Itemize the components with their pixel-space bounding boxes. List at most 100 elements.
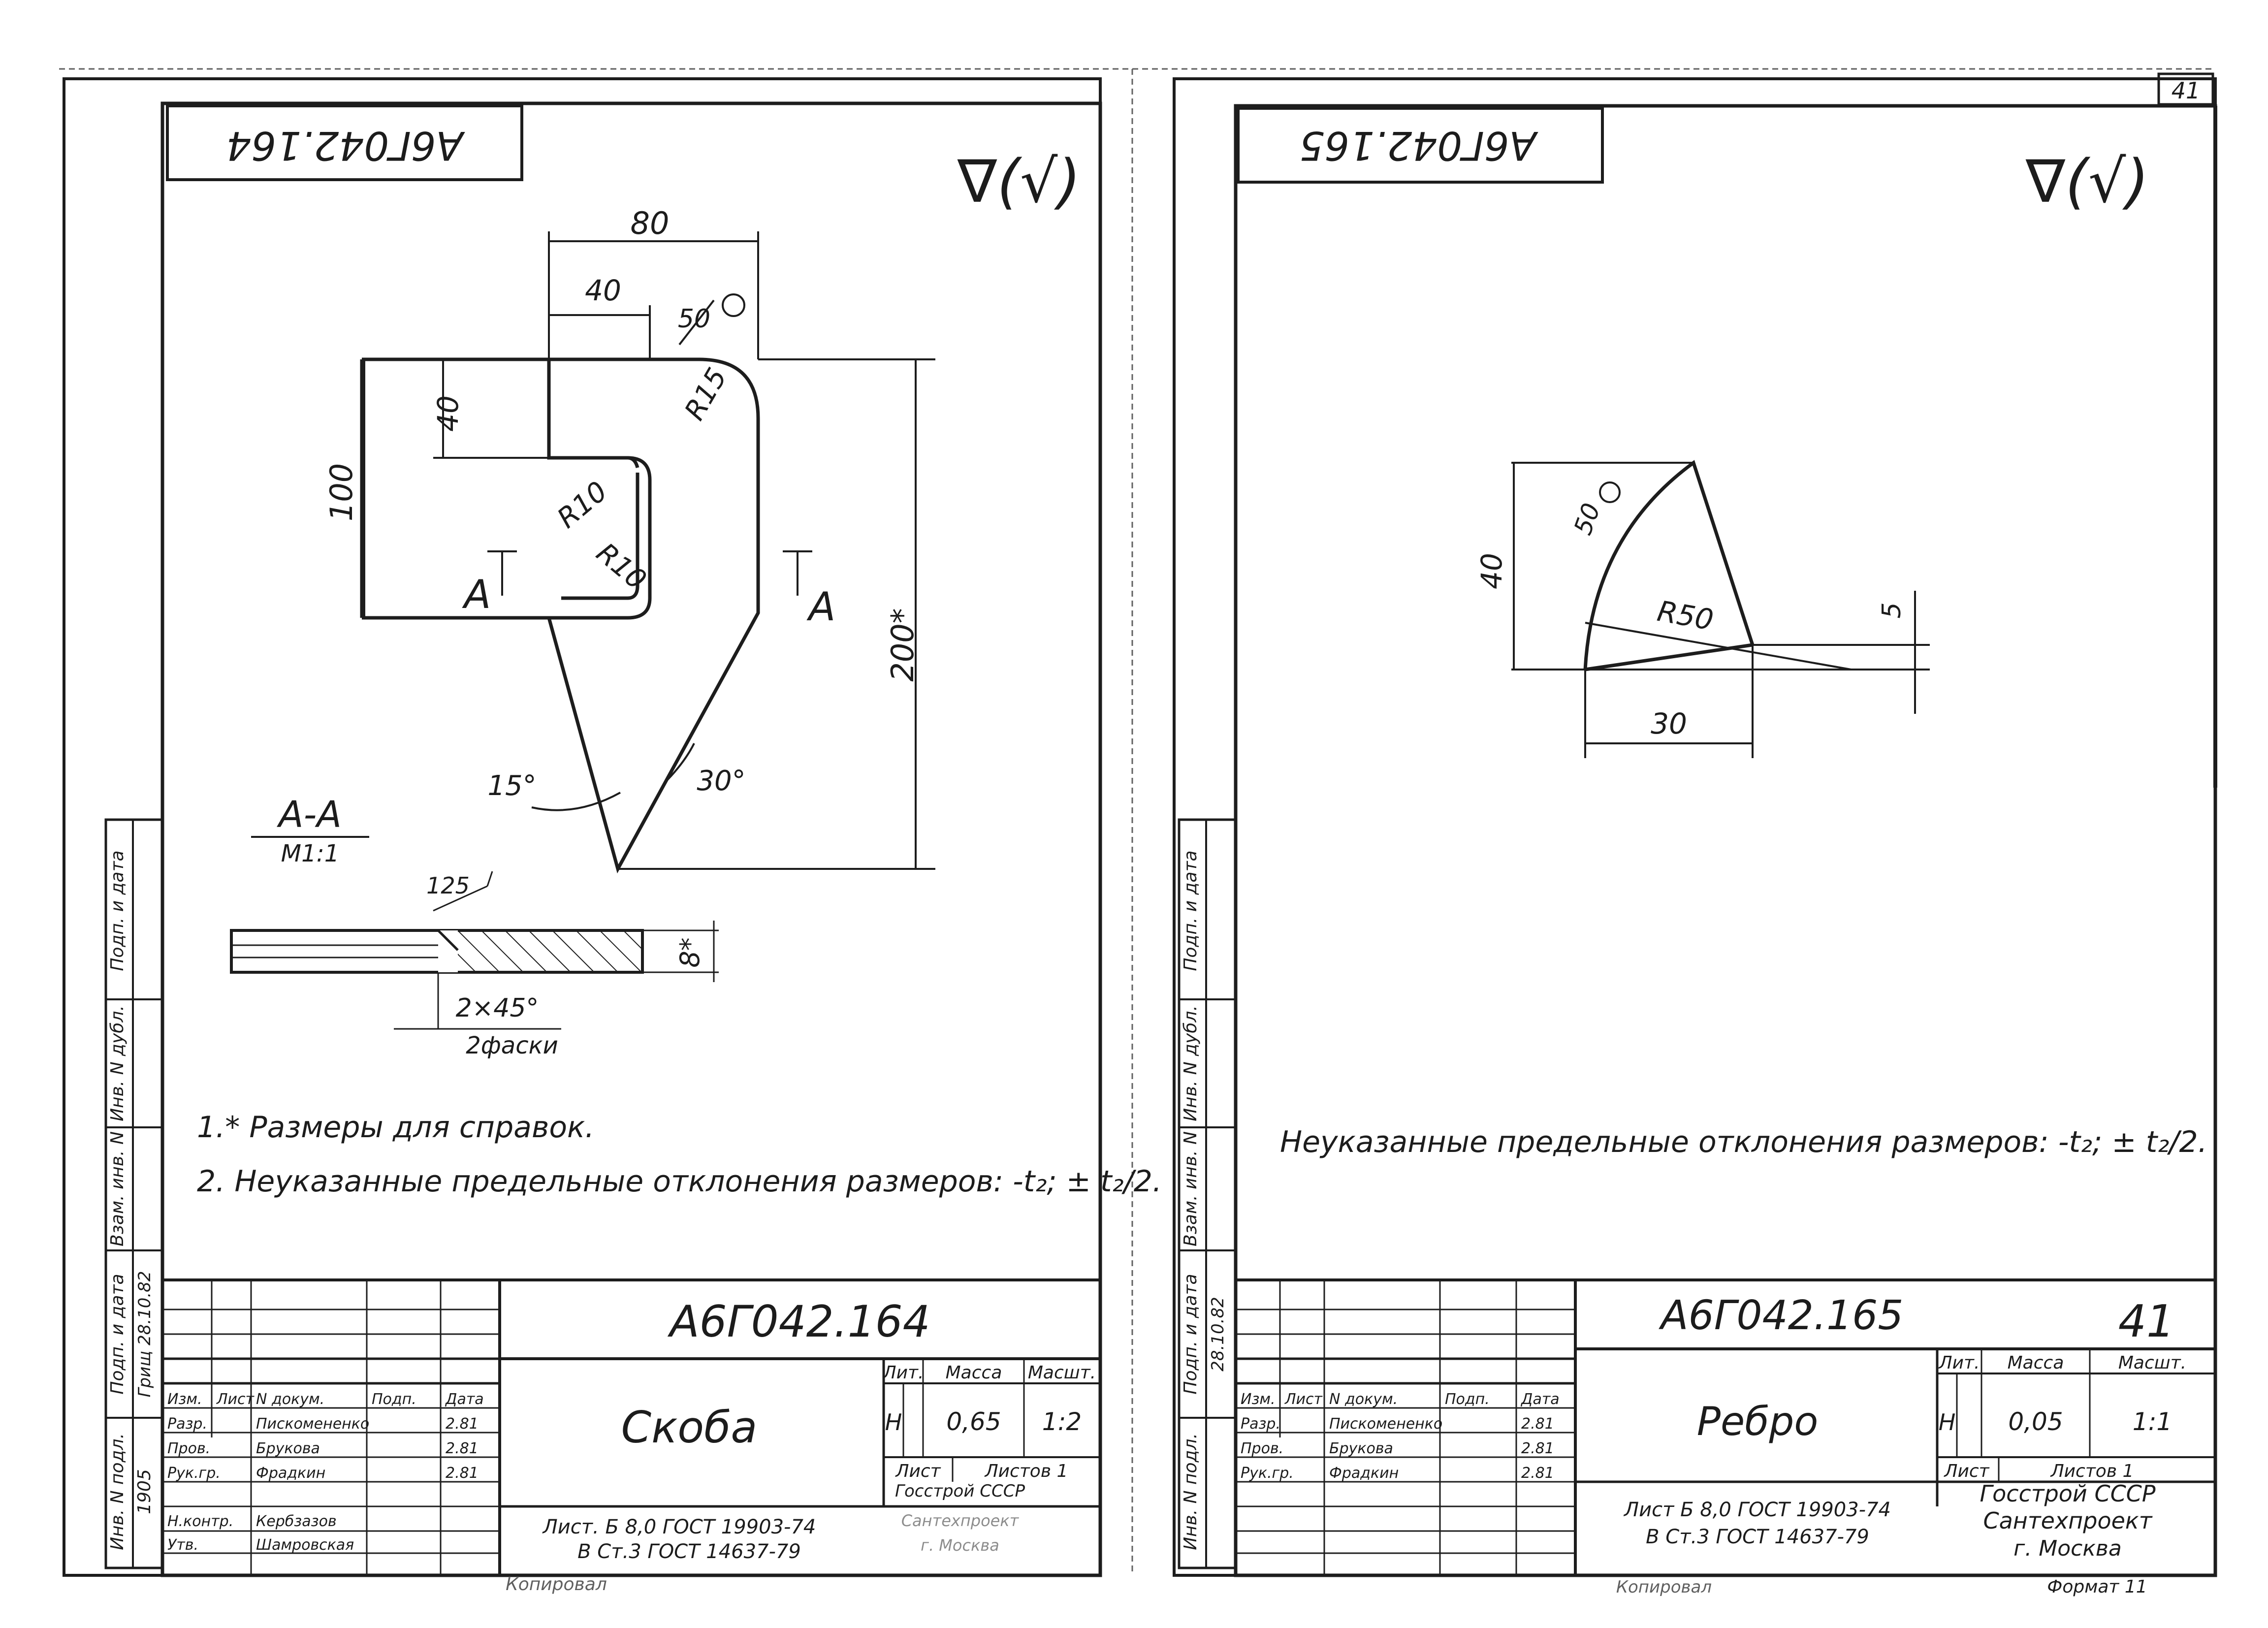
right-title-block: А6Г042.165 41 Ребро Лит. Масса Масшт. Н …: [1234, 1278, 2217, 1597]
bracket-dimension-lines: [363, 231, 935, 870]
dim-30: 30: [1651, 707, 1687, 740]
dim-30-deg: 30°: [697, 765, 745, 797]
side-value-date: Грищ 28.10.82: [135, 1271, 155, 1398]
side-label-replace-right: Взам. инв. N: [1181, 1131, 1201, 1246]
section-label: А-А: [277, 794, 342, 836]
right-org-2: Сантехпроект: [1983, 1507, 2152, 1534]
tb-row-date: 2.81: [446, 1465, 479, 1482]
right-stamp-code: А6Г042.165: [1237, 107, 1604, 184]
tb-right-head-sheet: Лист: [1284, 1391, 1323, 1408]
dim-chamfer-note: 2фаски: [466, 1032, 558, 1059]
tb-right-row-role: Пров.: [1241, 1440, 1283, 1457]
side-label-replace: Взам. инв. N: [107, 1131, 128, 1246]
side-value-date-right: 28.10.82: [1208, 1297, 1228, 1371]
dim-8: 8*: [674, 937, 705, 967]
bracket-outline: [360, 357, 760, 874]
right-sheet: А6Г042.165 ∇(√) 40 50 R50 5 30: [1173, 77, 2217, 1597]
left-org-2: Сантехпроект: [901, 1511, 1020, 1530]
tb-right-head-role: Изм.: [1241, 1391, 1276, 1408]
note-1: 1.* Размеры для справок.: [197, 1110, 594, 1145]
tb-right-row-role: Рук.гр.: [1241, 1465, 1294, 1482]
section-mark-left: А: [462, 572, 491, 617]
tb-row-role: Утв.: [167, 1536, 198, 1554]
right-format: Формат 11: [2047, 1577, 2147, 1597]
tb-row-name: Пискомененко: [256, 1415, 369, 1433]
tb-row-name: Фрадкин: [256, 1465, 325, 1482]
left-lit-value: Н: [885, 1409, 902, 1436]
tb-right-row-date: 2.81: [1521, 1415, 1554, 1433]
tb-row-date: 2.81: [446, 1415, 479, 1433]
right-sheets-label: Листов 1: [2050, 1461, 2134, 1481]
left-sheets-label: Листов 1: [984, 1461, 1068, 1481]
right-org-3: г. Москва: [2013, 1536, 2122, 1561]
note-2: 2. Неуказанные предельные отклонения раз…: [197, 1164, 1162, 1199]
right-page-number: 41: [2118, 1296, 2175, 1347]
tb-right-head-sign: Подп.: [1445, 1391, 1490, 1408]
tb-row-head-sheet: Лист: [216, 1391, 255, 1408]
left-mass-header: Масса: [946, 1363, 1002, 1383]
left-org-1: Госстрой СССР: [895, 1481, 1025, 1501]
side-label-inv-right: Инв. N подл.: [1181, 1433, 1201, 1550]
rib-dimension-texts: 40 50 R50 5 30: [1475, 499, 1907, 740]
tb-row-head-date: Дата: [445, 1391, 484, 1408]
tb-right-head-doc: N докум.: [1329, 1391, 1398, 1408]
right-material-1: Лист Б 8,0 ГОСТ 19903-74: [1623, 1499, 1891, 1521]
tb-right-row-name: Пискомененко: [1329, 1415, 1442, 1433]
tb-row-name: Шамровская: [256, 1536, 354, 1554]
dim-80: 80: [631, 205, 670, 241]
dim-125: 125: [426, 872, 470, 899]
dim-100: 100: [323, 463, 359, 521]
tb-row-date: 2.81: [446, 1440, 479, 1457]
tb-row-role: Пров.: [167, 1440, 210, 1457]
left-material-1: Лист. Б 8,0 ГОСТ 19903-74: [542, 1516, 816, 1538]
dim-40-top: 40: [585, 274, 621, 307]
left-copied: Копировал: [506, 1574, 607, 1595]
tb-row-head-doc: N докум.: [256, 1391, 324, 1408]
tb-row-role: Рук.гр.: [167, 1465, 221, 1482]
right-material-2: В Ст.3 ГОСТ 14637-79: [1646, 1526, 1869, 1548]
left-notes: 1.* Размеры для справок. 2. Неуказанные …: [197, 1110, 1162, 1199]
left-material-2: В Ст.3 ГОСТ 14637-79: [577, 1540, 801, 1563]
left-lit-header: Лит.: [882, 1363, 924, 1383]
page-number: 41: [2172, 77, 2201, 104]
left-org-3: г. Москва: [921, 1536, 999, 1555]
tb-row-head-sign: Подп.: [372, 1391, 416, 1408]
dim-5: 5: [1877, 602, 1907, 618]
rib-outline: [1583, 460, 1755, 671]
roughness-symbol-right: ∇(√): [2025, 148, 2149, 216]
side-label-sign2-right: Подп. и дата: [1181, 850, 1201, 971]
tb-right-row-date: 2.81: [1521, 1465, 1554, 1482]
tb-right-head-date: Дата: [1520, 1391, 1560, 1408]
left-part-name: Скоба: [621, 1402, 758, 1453]
left-doc-code: А6Г042.164: [667, 1296, 930, 1347]
side-label-sign: Подп. и дата: [107, 1274, 128, 1394]
section-mark-right: А: [806, 584, 836, 630]
dim-50-circle: 50: [678, 304, 710, 334]
tb-row-name: Брукова: [256, 1440, 320, 1457]
dim-40-right: 40: [1475, 553, 1508, 589]
left-scale-value: 1:2: [1042, 1407, 1082, 1436]
right-scale-header: Масшт.: [2118, 1353, 2186, 1373]
left-side-stamp: Инв. N подл. Подп. и дата Взам. инв. N И…: [104, 818, 164, 1569]
right-part-name: Ребро: [1697, 1399, 1819, 1444]
tb-right-row-name: Фрадкин: [1329, 1465, 1399, 1482]
right-mass-header: Масса: [2008, 1353, 2064, 1373]
side-value-inv: 1905: [134, 1469, 155, 1514]
dim-chamfer: 2×45°: [456, 993, 539, 1023]
dim-15-deg: 15°: [487, 770, 536, 802]
right-lit-value: Н: [1939, 1409, 1956, 1436]
left-scale-header: Масшт.: [1028, 1363, 1096, 1383]
dim-r50: R50: [1655, 594, 1716, 637]
left-stamp-code: А6Г042.164: [166, 104, 523, 181]
side-label-sign-2: Подп. и дата: [107, 850, 128, 971]
side-label-sign-right: Подп. и дата: [1181, 1274, 1201, 1394]
left-sheet-label: Лист: [894, 1461, 941, 1481]
roughness-symbol: ∇(√): [957, 148, 1081, 216]
right-scale-value: 1:1: [2133, 1407, 2172, 1436]
dim-r10-b: R10: [590, 537, 652, 597]
svg-text:А6Г042.165: А6Г042.165: [1299, 123, 1538, 168]
right-note: Неуказанные предельные отклонения размер…: [1280, 1125, 2207, 1159]
section-a-a: А-А М1:1 8* 125 2×45° 2фаски: [230, 794, 719, 1059]
right-doc-code: А6Г042.165: [1658, 1292, 1903, 1339]
